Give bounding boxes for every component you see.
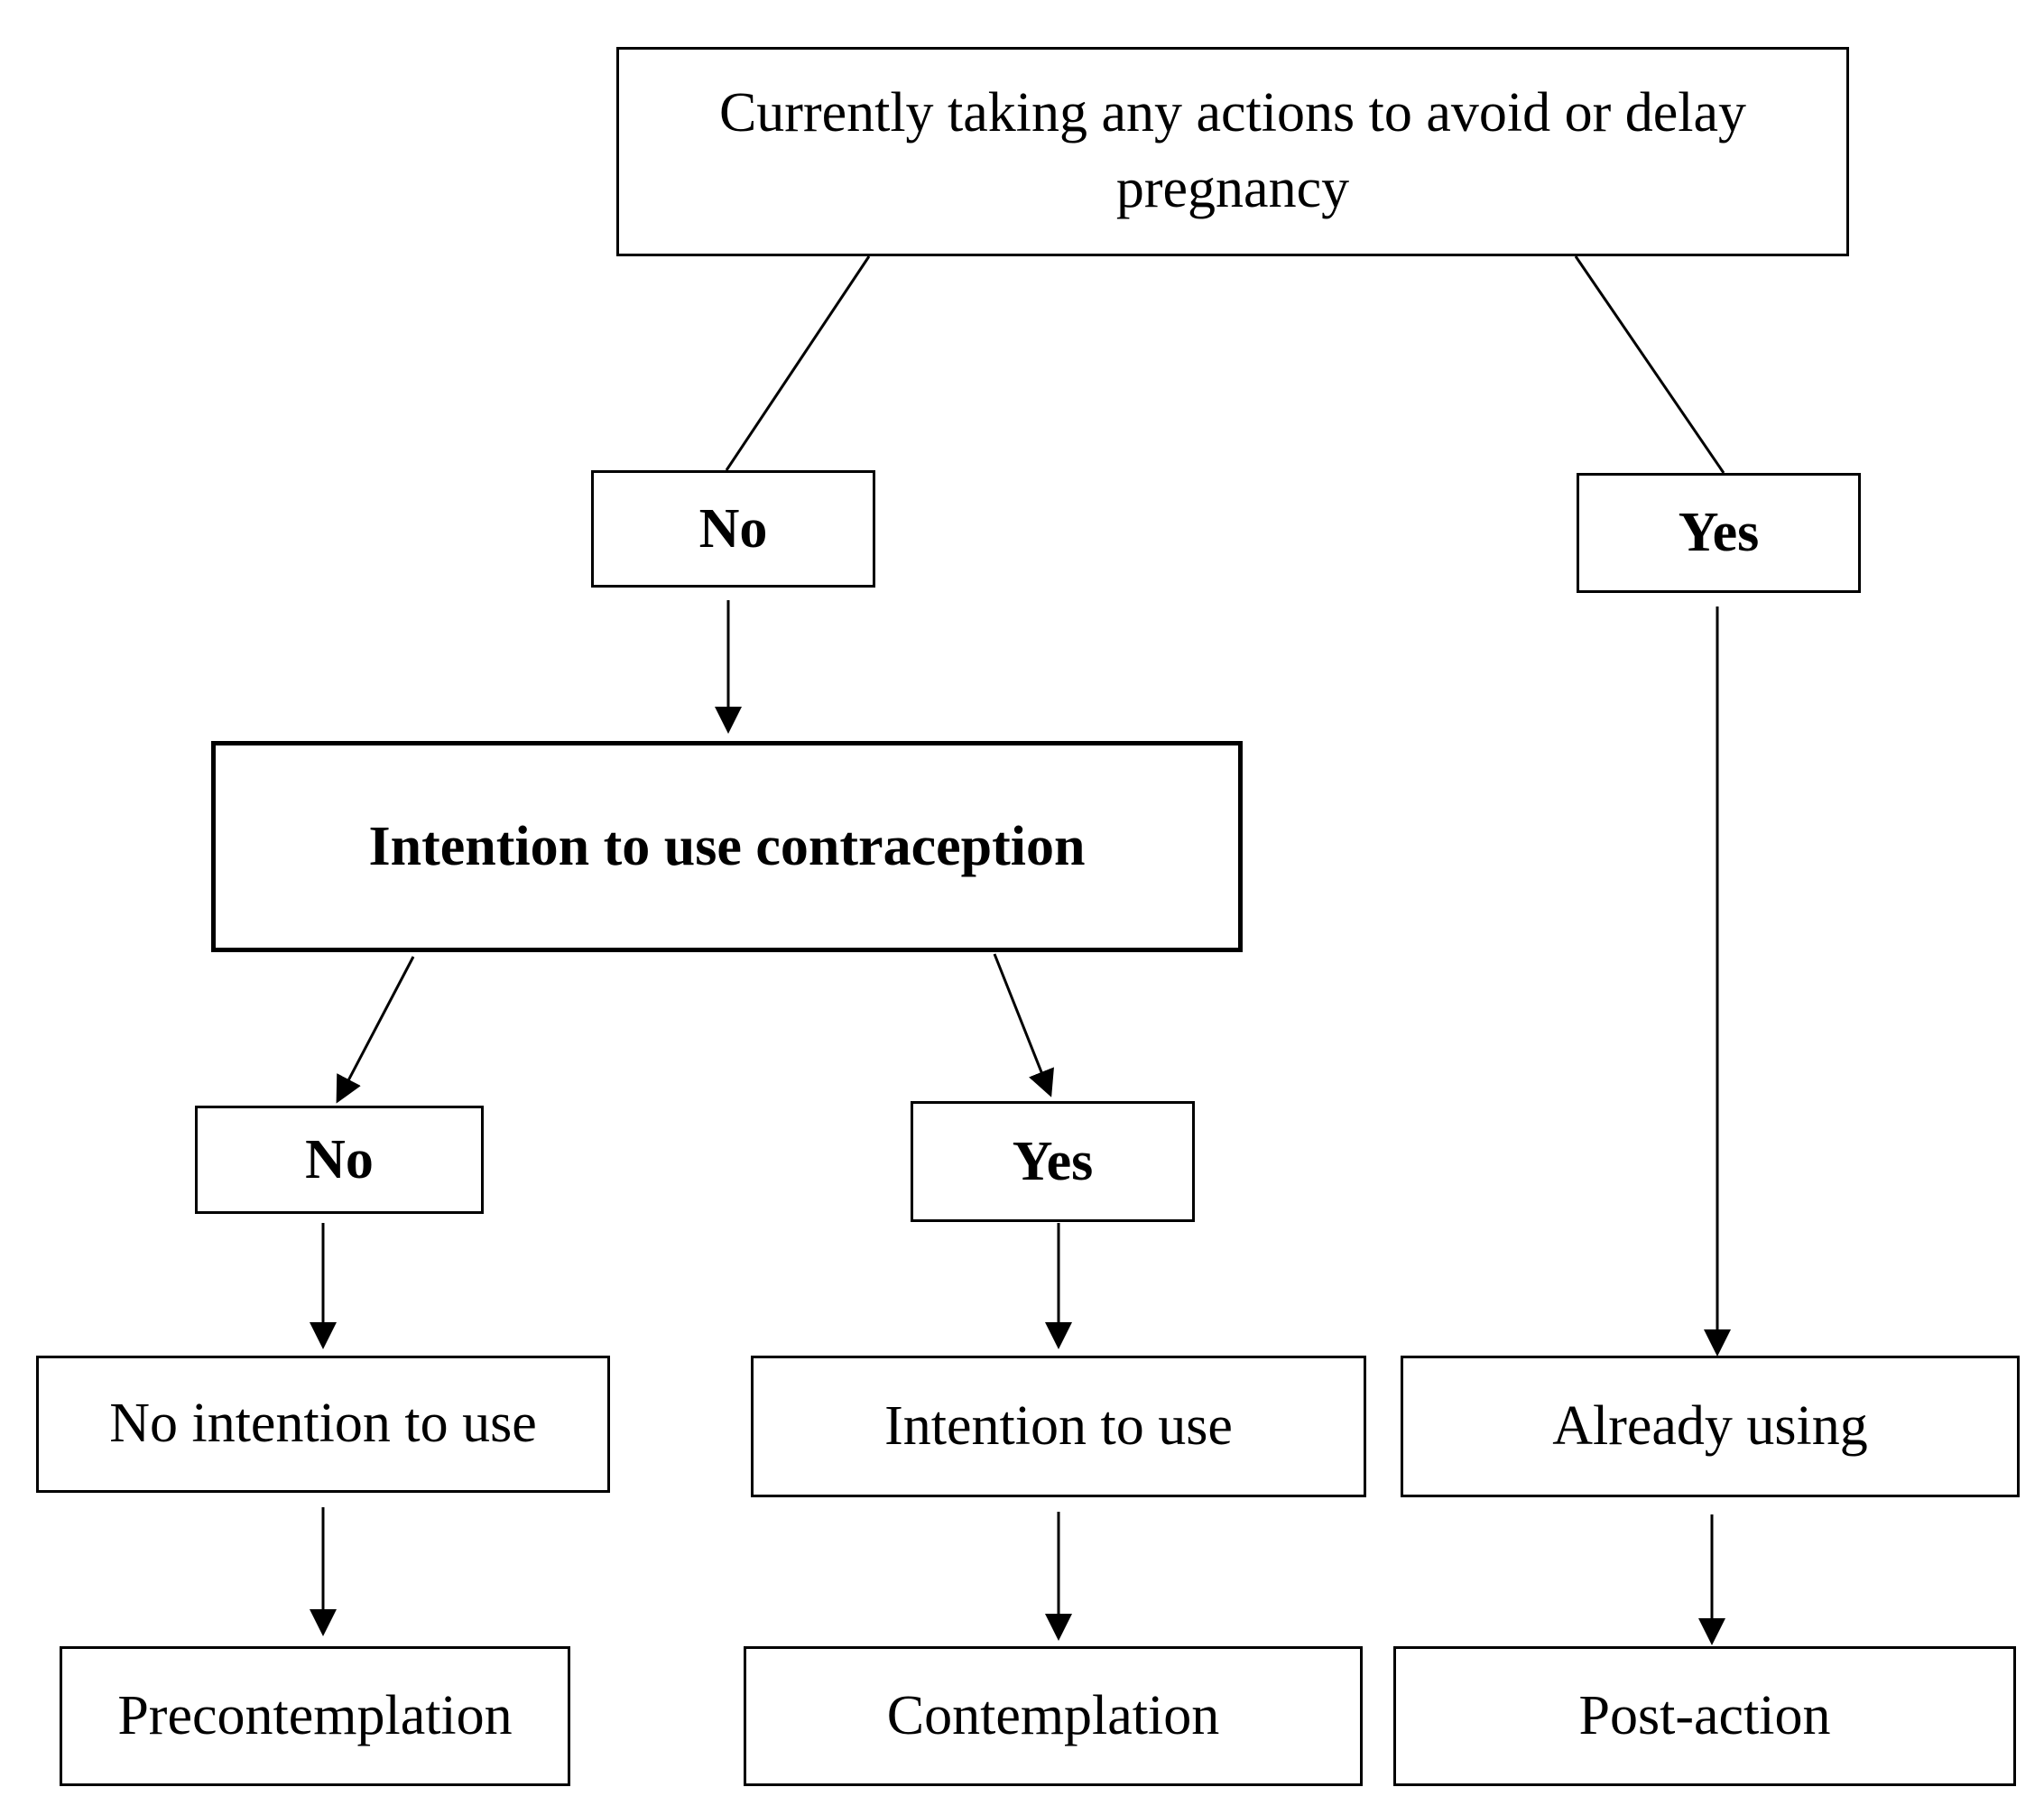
yes-top-label: Yes xyxy=(1678,502,1760,563)
yes-mid-label: Yes xyxy=(1012,1130,1094,1192)
no-top-box: No xyxy=(591,470,875,588)
intention-to-use-box: Intention to use xyxy=(751,1356,1366,1497)
already-using-text: Already using xyxy=(1552,1394,1868,1457)
edge-intention-to-yes xyxy=(993,953,1054,1097)
root-question-text: Currently taking any actions to avoid or… xyxy=(718,82,1747,219)
post-action-box: Post-action xyxy=(1393,1646,2016,1786)
no-top-label: No xyxy=(698,497,768,560)
contemplation-box: Contemplation xyxy=(744,1646,1363,1786)
root-question-box: Currently taking any actions to avoid or… xyxy=(616,47,1849,256)
precontemplation-text: Precontemplation xyxy=(117,1684,513,1746)
edge-root-to-no xyxy=(725,255,871,471)
yes-top-box: Yes xyxy=(1577,473,1861,593)
no-intention-text: No intention to use xyxy=(109,1393,537,1455)
intention-question-box: Intention to use contraception xyxy=(211,741,1243,952)
precontemplation-box: Precontemplation xyxy=(60,1646,570,1786)
no-mid-label: No xyxy=(305,1128,374,1190)
edge-root-to-yes xyxy=(1574,255,1725,474)
already-using-box: Already using xyxy=(1401,1356,2020,1497)
contemplation-text: Contemplation xyxy=(886,1684,1220,1746)
yes-mid-box: Yes xyxy=(911,1101,1195,1222)
intention-to-use-text: Intention to use xyxy=(884,1394,1233,1457)
edge-intention-to-no xyxy=(336,956,415,1104)
no-intention-box: No intention to use xyxy=(36,1356,610,1493)
no-mid-box: No xyxy=(195,1106,484,1214)
post-action-text: Post-action xyxy=(1578,1684,1831,1746)
intention-question-text: Intention to use contraception xyxy=(368,815,1086,877)
